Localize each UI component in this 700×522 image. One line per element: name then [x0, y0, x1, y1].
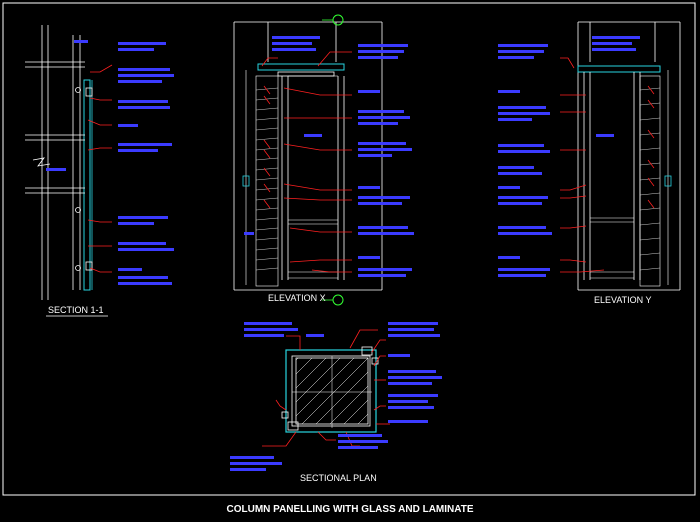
section-marker-icon	[332, 14, 344, 26]
elevation-x-title: ELEVATION X	[268, 293, 326, 303]
elevation-y-title: ELEVATION Y	[594, 295, 652, 305]
elevation-y-view: ELEVATION Y	[498, 21, 681, 305]
section-marker-icon	[332, 294, 344, 306]
break-line-icon	[32, 157, 51, 167]
elevation-x-view: ELEVATION X	[233, 14, 414, 306]
section-1-1-view: SECTION 1-1	[25, 25, 174, 317]
sectional-plan-title: SECTIONAL PLAN	[300, 473, 377, 483]
drawing-title: COLUMN PANELLING WITH GLASS AND LAMINATE	[226, 504, 473, 515]
outer-frame	[2, 2, 696, 496]
section-title: SECTION 1-1	[48, 305, 104, 315]
sectional-plan-view: SECTIONAL PLAN	[230, 322, 442, 483]
